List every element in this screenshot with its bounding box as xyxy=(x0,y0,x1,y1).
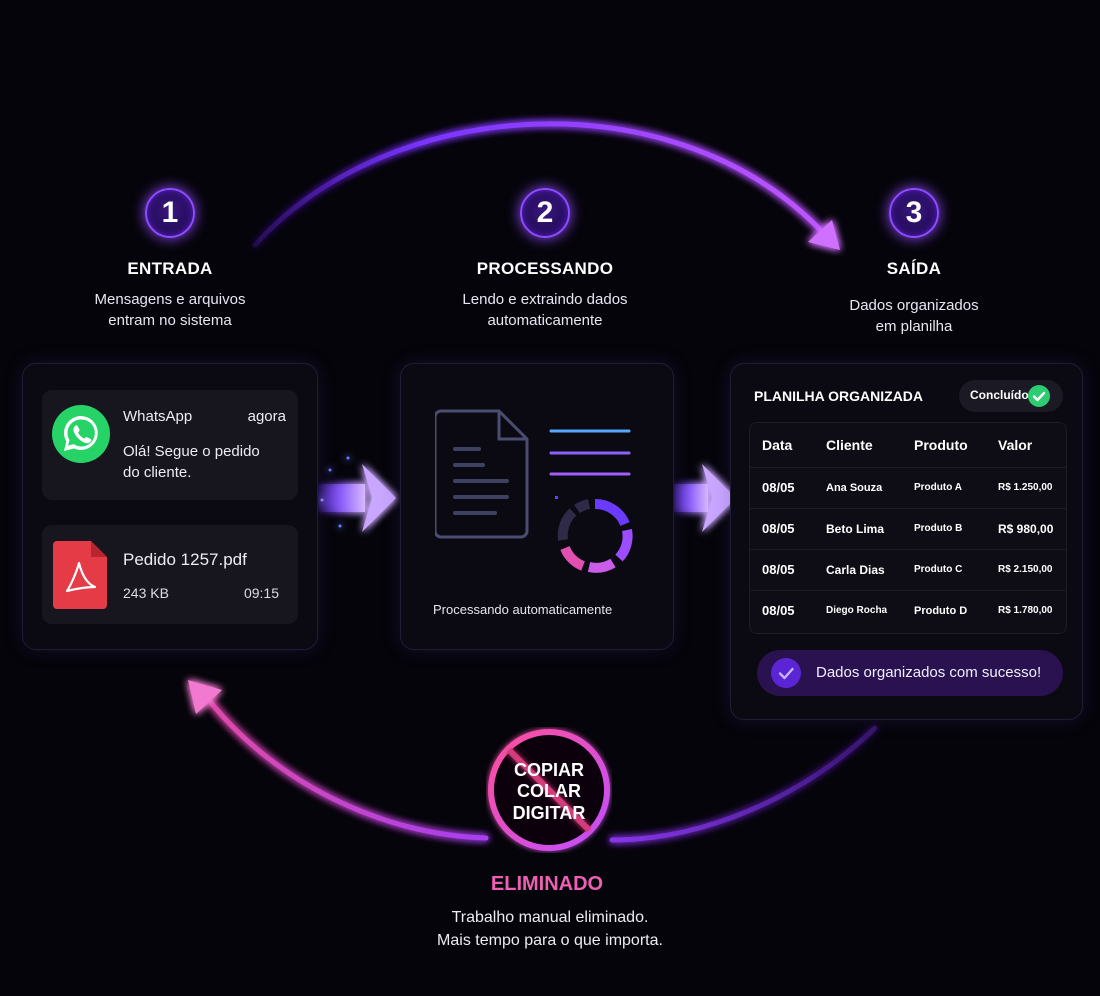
status-badge: Concluído xyxy=(959,380,1063,412)
cell-produto: Produto B xyxy=(914,523,963,534)
no-manual-work-symbol: COPIAR COLAR DIGITAR xyxy=(486,727,612,853)
top-arc xyxy=(252,121,831,248)
success-message: Dados organizados com sucesso! xyxy=(816,664,1042,681)
cell-data: 08/05 xyxy=(762,562,795,577)
step-description: Dados organizados em planilha xyxy=(849,297,979,335)
spreadsheet-table: Data Cliente Produto Valor 08/05 Ana Sou… xyxy=(749,422,1067,634)
document-icon xyxy=(435,409,529,539)
pdf-icon xyxy=(53,541,107,609)
table-row: 08/05 Ana Souza Produto A R$ 1.250,00 xyxy=(750,467,1066,508)
cell-data: 08/05 xyxy=(762,521,795,536)
cell-data: 08/05 xyxy=(762,480,795,495)
step-processando: 2 PROCESSANDO Lendo e extraindo dados au… xyxy=(420,188,670,331)
cell-cliente: Carla Dias xyxy=(826,563,885,577)
step-number-badge: 1 xyxy=(145,188,195,238)
eliminated-word: COLAR xyxy=(517,781,581,801)
file-time: 09:15 xyxy=(243,585,279,601)
step-number-badge: 2 xyxy=(520,188,570,238)
cell-data: 08/05 xyxy=(762,603,795,618)
saida-card: PLANILHA ORGANIZADA Concluído Data Clien… xyxy=(730,363,1083,720)
top-arc-arrowhead xyxy=(808,220,840,250)
success-banner: Dados organizados com sucesso! xyxy=(757,650,1063,696)
arrow-entrada-to-processando xyxy=(315,456,396,532)
eliminated-title: ELIMINADO xyxy=(490,873,604,895)
loading-spinner-icon xyxy=(555,496,633,573)
cell-produto: Produto D xyxy=(914,605,968,617)
file-name: Pedido 1257.pdf xyxy=(123,550,247,569)
cell-cliente: Beto Lima xyxy=(826,522,885,536)
step-description: Mensagens e arquivos entram no sistema xyxy=(94,291,246,329)
step-title: ENTRADA xyxy=(127,259,213,278)
processando-card: Processando automaticamente xyxy=(400,363,674,650)
extracted-data-lines xyxy=(549,429,631,476)
col-header-valor: Valor xyxy=(998,437,1033,453)
step-description: Lendo e extraindo dados automaticamente xyxy=(462,291,628,329)
message-app-name: WhatsApp xyxy=(123,408,193,425)
check-icon xyxy=(1028,385,1050,407)
col-header-data: Data xyxy=(762,437,793,453)
bottom-arc xyxy=(202,692,878,843)
pdf-file-item[interactable]: Pedido 1257.pdf 243 KB 09:15 xyxy=(42,525,298,624)
cell-valor: R$ 980,00 xyxy=(998,522,1054,536)
bottom-arc-arrowhead xyxy=(188,680,222,714)
eliminated-line1: Trabalho manual eliminado. xyxy=(451,909,649,926)
processing-status: Processando automaticamente xyxy=(433,602,613,617)
table-header-row: Data Cliente Produto Valor xyxy=(750,423,1066,465)
whatsapp-message[interactable]: WhatsApp agora Olá! Segue o pedido do cl… xyxy=(42,390,298,500)
cell-produto: Produto A xyxy=(914,482,962,493)
entrada-card: WhatsApp agora Olá! Segue o pedido do cl… xyxy=(22,363,318,650)
cell-valor: R$ 1.780,00 xyxy=(998,605,1053,616)
success-check-icon xyxy=(771,658,801,688)
cell-cliente: Diego Rocha xyxy=(826,605,888,616)
file-size: 243 KB xyxy=(123,585,169,601)
step-number-badge: 3 xyxy=(889,188,939,238)
step-saida: 3 SAÍDA Dados organizados em planilha xyxy=(814,188,1014,337)
eliminated-line2: Mais tempo para o que importa. xyxy=(437,932,663,949)
step-title: PROCESSANDO xyxy=(476,259,614,278)
eliminated-word: DIGITAR xyxy=(512,803,586,823)
col-header-cliente: Cliente xyxy=(826,437,873,453)
sheet-title: PLANILHA ORGANIZADA xyxy=(754,388,924,404)
arrow-processando-to-saida xyxy=(670,464,736,532)
cell-valor: R$ 2.150,00 xyxy=(998,564,1053,575)
cell-produto: Produto C xyxy=(914,564,963,575)
table-row: 08/05 Carla Dias Produto C R$ 2.150,00 xyxy=(750,549,1066,590)
table-row: 08/05 Beto Lima Produto B R$ 980,00 xyxy=(750,508,1066,549)
table-row: 08/05 Diego Rocha Produto D R$ 1.780,00 xyxy=(750,590,1066,631)
message-text-line1: Olá! Segue o pedido xyxy=(123,443,260,460)
step-title: SAÍDA xyxy=(886,259,942,278)
step-entrada: 1 ENTRADA Mensagens e arquivos entram no… xyxy=(70,188,270,331)
whatsapp-icon xyxy=(52,405,110,463)
message-text-line2: do cliente. xyxy=(123,464,192,481)
message-time: agora xyxy=(247,408,286,425)
eliminated-word: COPIAR xyxy=(513,760,584,780)
status-badge-label: Concluído xyxy=(970,388,1029,402)
cell-cliente: Ana Souza xyxy=(826,482,883,494)
prohibited-icon xyxy=(488,729,610,851)
cell-valor: R$ 1.250,00 xyxy=(998,482,1053,493)
col-header-produto: Produto xyxy=(914,437,968,453)
